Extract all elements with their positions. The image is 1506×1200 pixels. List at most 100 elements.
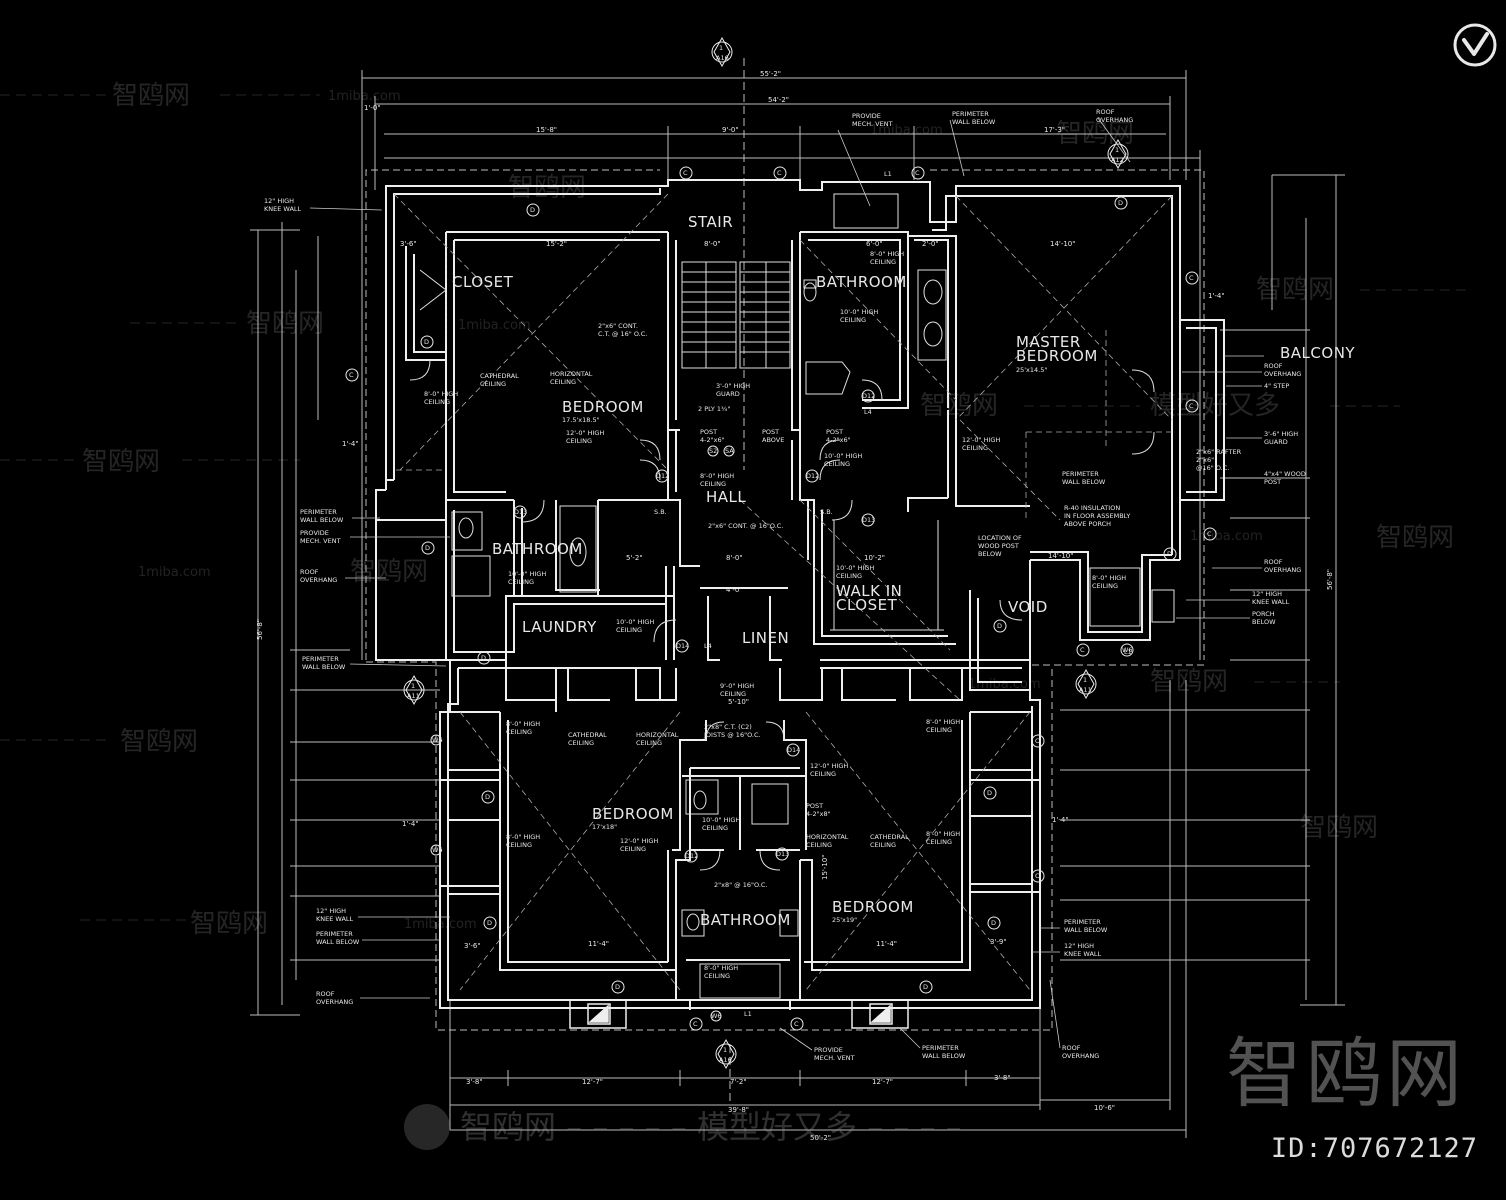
- svg-text:17'-3": 17'-3": [1044, 126, 1065, 134]
- svg-text:14'-10": 14'-10": [1048, 552, 1073, 560]
- svg-text:WALL BELOW: WALL BELOW: [1062, 478, 1106, 486]
- svg-text:3'-6" HIGH: 3'-6" HIGH: [1264, 430, 1298, 438]
- svg-text:C: C: [1207, 530, 1212, 538]
- svg-text:8'-0" HIGH: 8'-0" HIGH: [424, 390, 458, 398]
- svg-text:3'-6": 3'-6": [400, 240, 417, 248]
- svg-text:C.T. @ 16" O.C.: C.T. @ 16" O.C.: [598, 330, 647, 338]
- svg-text:GUARD: GUARD: [716, 390, 740, 398]
- room-label-bathroom-south: BATHROOM: [700, 911, 791, 929]
- svg-text:PERIMETER: PERIMETER: [922, 1044, 959, 1052]
- svg-text:CEILING: CEILING: [506, 841, 532, 849]
- svg-text:S.B.: S.B.: [820, 508, 833, 516]
- svg-text:CATHEDRAL: CATHEDRAL: [568, 731, 607, 739]
- svg-text:D12: D12: [806, 472, 819, 480]
- svg-text:WOOD POST: WOOD POST: [978, 542, 1019, 550]
- svg-text:12" HIGH: 12" HIGH: [1064, 942, 1094, 950]
- svg-text:A11: A11: [407, 692, 420, 700]
- svg-text:C: C: [794, 1020, 799, 1028]
- watermark-text: 智鸥网: [112, 81, 190, 111]
- room-label-bedroom-sw: BEDROOM: [592, 805, 674, 823]
- svg-text:1: 1: [1115, 146, 1119, 154]
- svg-text:A11: A11: [1079, 686, 1092, 694]
- svg-text:3'-6": 3'-6": [464, 942, 481, 950]
- svg-text:WALL BELOW: WALL BELOW: [952, 118, 996, 126]
- svg-text:OVERHANG: OVERHANG: [1062, 1052, 1099, 1060]
- svg-text:3'-0" HIGH: 3'-0" HIGH: [716, 382, 750, 390]
- watermark-text: 智鸥网: [1150, 667, 1228, 697]
- svg-text:4-2"x6": 4-2"x6": [700, 436, 725, 444]
- svg-text:CEILING: CEILING: [508, 578, 534, 586]
- svg-text:9'-0" HIGH: 9'-0" HIGH: [720, 682, 754, 690]
- svg-text:C: C: [1035, 737, 1040, 745]
- svg-text:1'-0": 1'-0": [364, 104, 381, 112]
- watermark-site: 1miba.com: [138, 565, 211, 580]
- svg-text:11'-4": 11'-4": [876, 940, 897, 948]
- svg-text:CATHEDRAL: CATHEDRAL: [870, 833, 909, 841]
- svg-text:8'-0" HIGH: 8'-0" HIGH: [1092, 574, 1126, 582]
- watermark-text: 智鸥网: [920, 391, 998, 421]
- svg-text:CEILING: CEILING: [1092, 582, 1118, 590]
- svg-text:15'-10": 15'-10": [821, 855, 829, 880]
- svg-text:4-2"x8": 4-2"x8": [806, 810, 831, 818]
- svg-text:CEILING: CEILING: [840, 316, 866, 324]
- room-label-linen: LINEN: [742, 629, 789, 647]
- svg-text:POST: POST: [700, 428, 717, 436]
- svg-text:C: C: [1189, 274, 1194, 282]
- svg-text:OVERHANG: OVERHANG: [1096, 116, 1133, 124]
- watermark-text: 智鸥网: [508, 173, 586, 203]
- svg-text:KNEE WALL: KNEE WALL: [264, 205, 302, 213]
- svg-text:ROOF: ROOF: [1096, 108, 1115, 116]
- svg-text:CEILING: CEILING: [620, 845, 646, 853]
- svg-text:12'-0" HIGH: 12'-0" HIGH: [962, 436, 1000, 444]
- watermark-text: 智鸥网: [120, 727, 198, 757]
- svg-text:CEILING: CEILING: [824, 460, 850, 468]
- svg-text:WALL BELOW: WALL BELOW: [302, 663, 346, 671]
- svg-text:8'-0": 8'-0": [726, 554, 743, 562]
- svg-text:C: C: [915, 169, 920, 177]
- svg-text:HORIZONTAL: HORIZONTAL: [806, 833, 849, 841]
- svg-text:4"x4" WOOD: 4"x4" WOOD: [1264, 470, 1306, 478]
- svg-text:12" HIGH: 12" HIGH: [264, 197, 294, 205]
- svg-text:ROOF: ROOF: [300, 568, 319, 576]
- svg-text:2"x6" CONT.: 2"x6" CONT.: [598, 322, 638, 330]
- svg-text:10'-0" HIGH: 10'-0" HIGH: [616, 618, 654, 626]
- svg-text:POST: POST: [806, 802, 823, 810]
- svg-text:39'-8": 39'-8": [728, 1106, 749, 1114]
- svg-text:6'-0": 6'-0": [866, 240, 883, 248]
- room-size-bedroom-sw: 17'x18": [592, 823, 617, 831]
- svg-text:WALL BELOW: WALL BELOW: [300, 516, 344, 524]
- svg-text:D: D: [425, 544, 430, 552]
- fixtures: [409, 193, 1175, 999]
- svg-text:4-2"x6": 4-2"x6": [826, 436, 851, 444]
- svg-text:1: 1: [1083, 676, 1087, 684]
- svg-text:PERIMETER: PERIMETER: [1062, 470, 1099, 478]
- background-watermarks: 智鸥网 1miba.com 智鸥网 1miba.com 智鸥网 1miba.co…: [0, 81, 1470, 939]
- svg-text:CEILING: CEILING: [506, 728, 532, 736]
- svg-text:WALL BELOW: WALL BELOW: [922, 1052, 966, 1060]
- roof-overhang-lines: [365, 169, 1205, 1031]
- svg-text:2"x8" @ 16"O.C.: 2"x8" @ 16"O.C.: [714, 881, 768, 889]
- svg-text:8'-0" HIGH: 8'-0" HIGH: [700, 472, 734, 480]
- svg-text:KNEE WALL: KNEE WALL: [316, 915, 354, 923]
- svg-text:GUARD: GUARD: [1264, 438, 1288, 446]
- svg-text:C: C: [1189, 402, 1194, 410]
- chimney-boxes: [569, 999, 909, 1029]
- svg-text:POST: POST: [1264, 478, 1281, 486]
- svg-text:OVERHANG: OVERHANG: [300, 576, 337, 584]
- svg-text:A16: A16: [716, 54, 729, 62]
- svg-text:D12: D12: [862, 392, 875, 400]
- watermark-site: 1miba.com: [458, 318, 531, 333]
- svg-text:10'-6": 10'-6": [1094, 1104, 1115, 1112]
- svg-text:R-40 INSULATION: R-40 INSULATION: [1064, 504, 1120, 512]
- dimension-labels: 55'-2" 54'-2" 15'-8" 9'-0" 17'-3" 1'-0" …: [256, 70, 1334, 1142]
- svg-text:D: D: [923, 983, 928, 991]
- svg-text:12" HIGH: 12" HIGH: [316, 907, 346, 915]
- room-label-bedroom-se: BEDROOM: [832, 898, 914, 916]
- svg-text:CEILING: CEILING: [568, 739, 594, 747]
- svg-text:S.B.: S.B.: [654, 508, 667, 516]
- svg-text:9'-0": 9'-0": [722, 126, 739, 134]
- svg-text:D: D: [424, 338, 429, 346]
- watermark-text: 智鸥网: [246, 309, 324, 339]
- svg-text:8'-0" HIGH: 8'-0" HIGH: [506, 720, 540, 728]
